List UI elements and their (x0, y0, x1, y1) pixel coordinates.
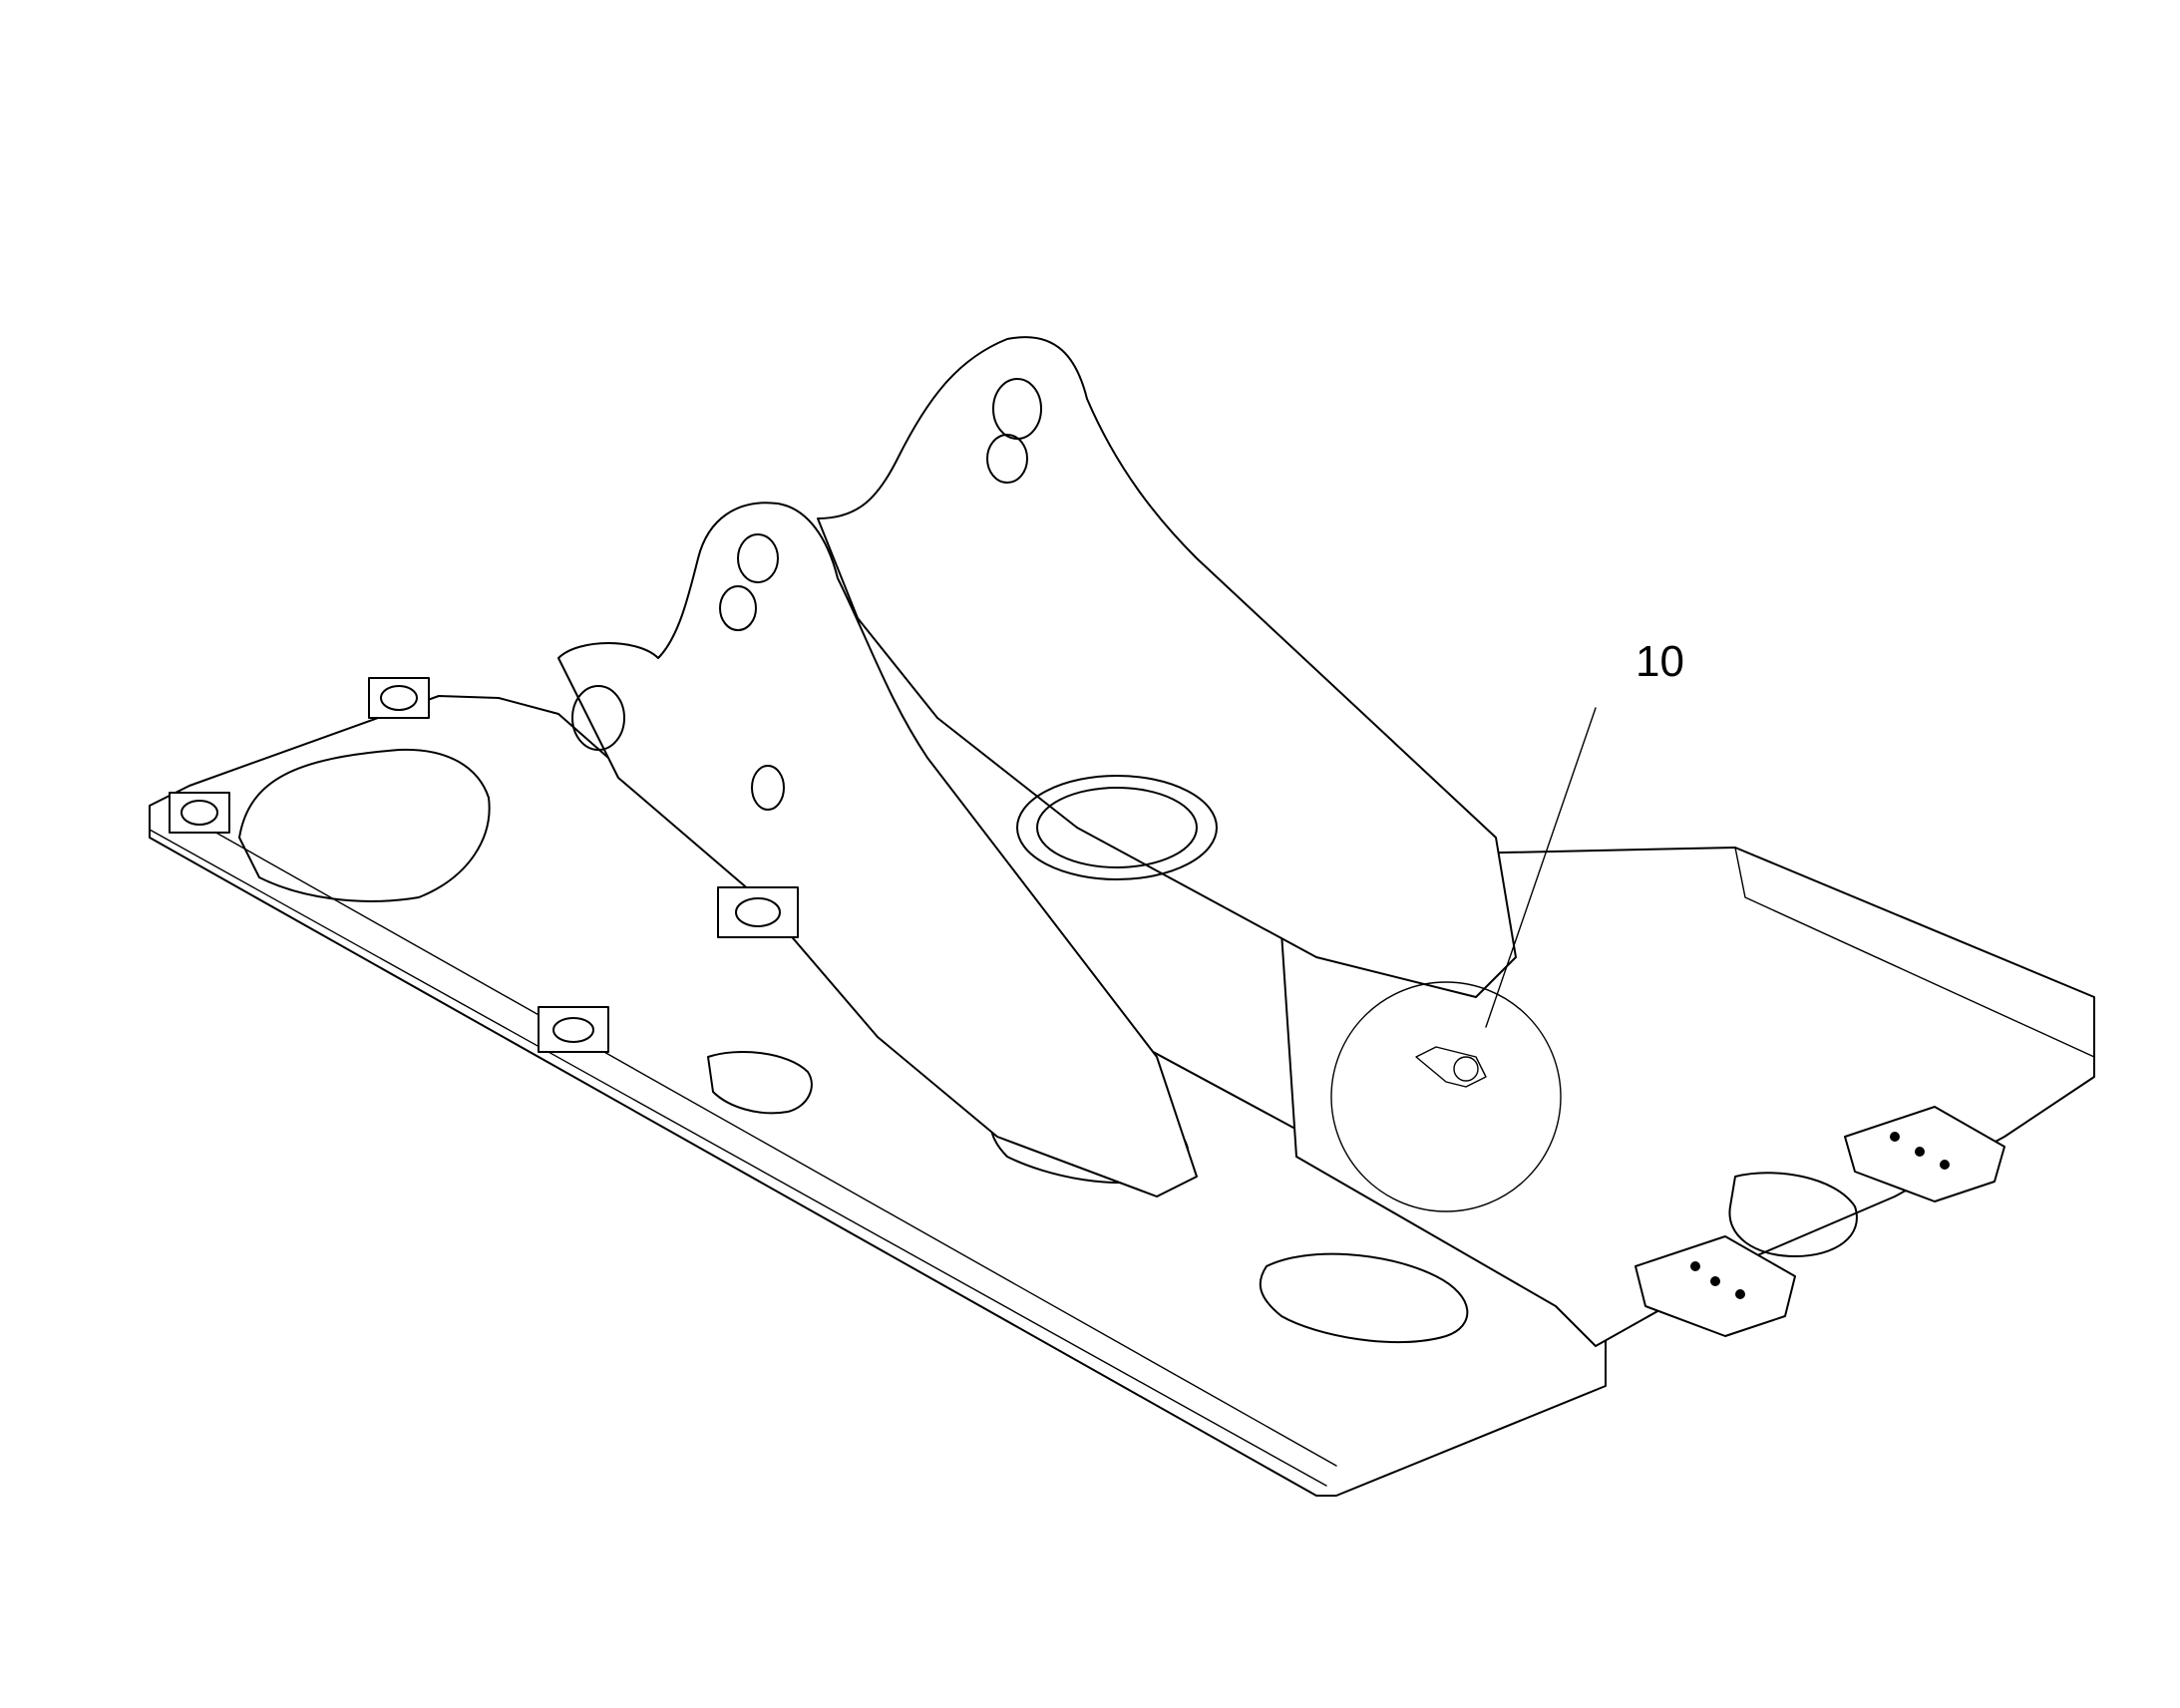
mounting-pads (169, 677, 799, 1053)
callout-label: 10 (1635, 637, 1684, 686)
detail-circle (1330, 981, 1562, 1212)
callout-10: 10 (1485, 637, 1684, 1028)
boom-mount-towers (557, 336, 1517, 1197)
